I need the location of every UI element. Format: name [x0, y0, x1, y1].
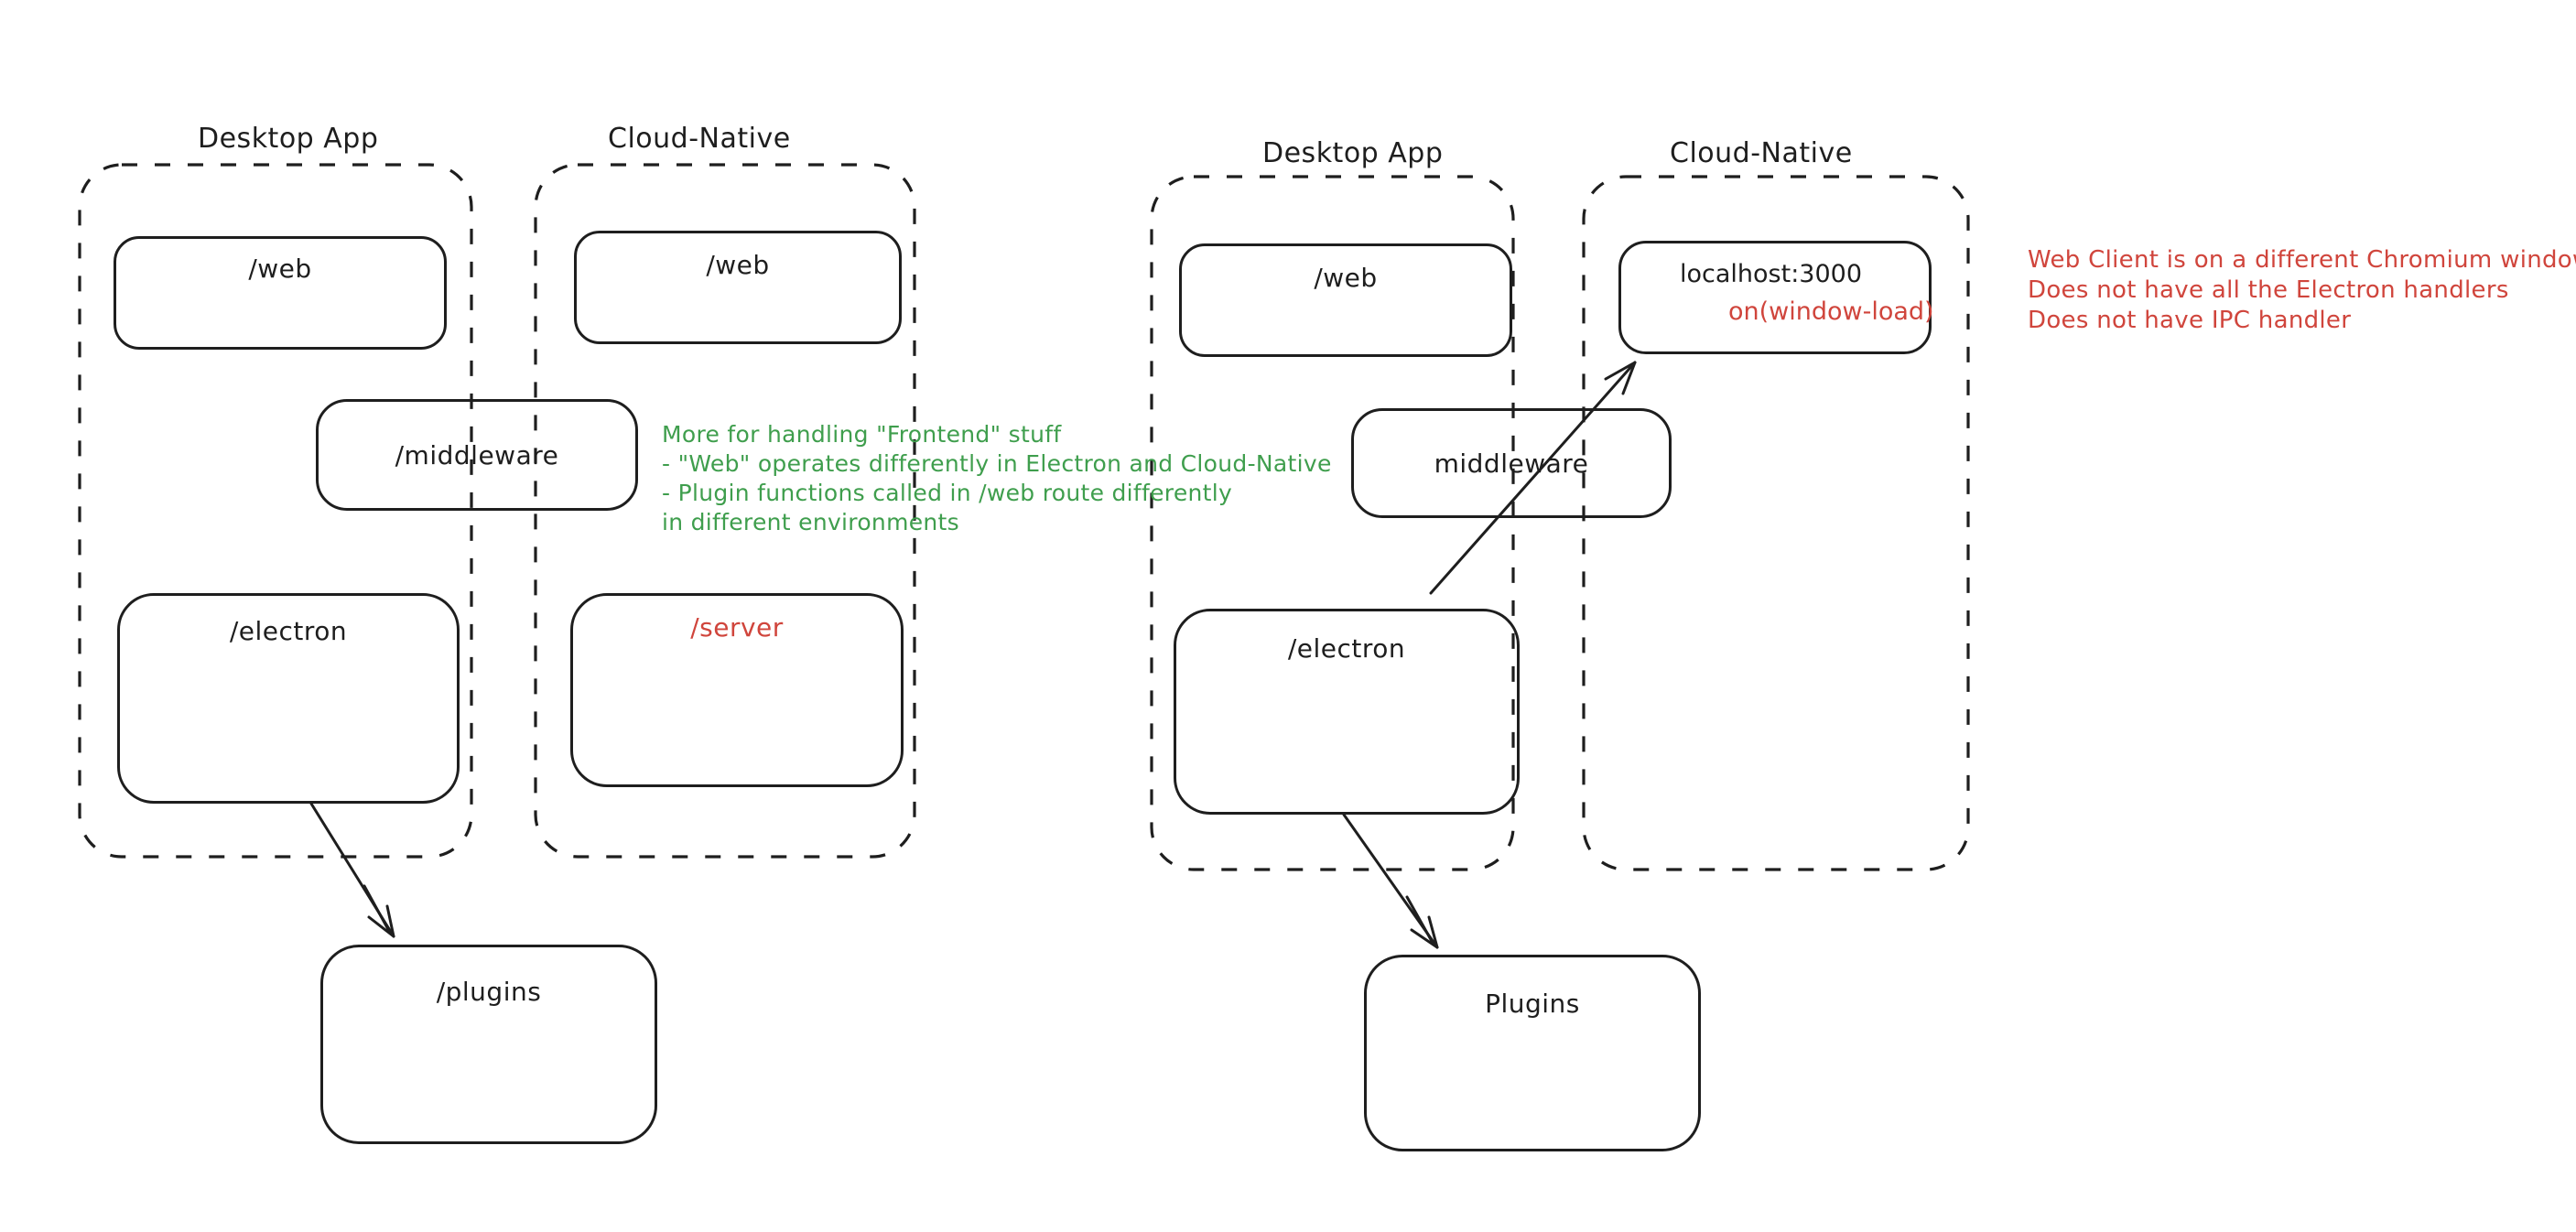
left-web-box: /web [114, 236, 447, 350]
right-plugins-box: Plugins [1364, 955, 1701, 1151]
left-server-label: /server [690, 612, 784, 643]
right-cloud-native-label: Cloud-Native [1670, 137, 1853, 169]
middleware-box-right: middleware [1351, 408, 1672, 518]
frontend-note: More for handling "Frontend" stuff - "We… [662, 420, 1332, 537]
right-web-box: /web [1179, 243, 1512, 357]
arrow-electron-to-plugins-left [309, 802, 395, 938]
left-cloud-native-label: Cloud-Native [608, 123, 791, 155]
left-server-box: /server [570, 593, 904, 787]
left-electron-box: /electron [117, 593, 460, 804]
middleware-box-left: /middleware [316, 399, 638, 511]
web-client-note-line: Does not have all the Electron handlers [2028, 276, 2509, 304]
left-plugins-label: /plugins [436, 977, 542, 1007]
frontend-note-line: - "Web" operates differently in Electron… [662, 450, 1332, 477]
localhost-box: localhost:3000 on(window-load) [1618, 241, 1934, 354]
window-load-label: on(window-load) [1728, 297, 1934, 326]
frontend-note-line: More for handling "Frontend" stuff [662, 421, 1062, 448]
right-desktop-app-label: Desktop App [1262, 137, 1444, 169]
middleware-label-right: middleware [1434, 448, 1589, 479]
web-client-note: Web Client is on a different Chromium wi… [2028, 245, 2576, 336]
middleware-label-left: /middleware [395, 439, 559, 470]
right-electron-box: /electron [1174, 609, 1520, 815]
web-client-note-line: Does not have IPC handler [2028, 307, 2352, 334]
left-cloud-web-label: /web [706, 250, 770, 280]
left-electron-label: /electron [229, 616, 348, 646]
right-web-label: /web [1314, 263, 1378, 293]
left-cloud-web-box: /web [574, 231, 902, 344]
web-client-note-line: Web Client is on a different Chromium wi… [2028, 246, 2576, 274]
arrow-electron-to-plugins-right [1342, 813, 1439, 949]
localhost-label: localhost:3000 [1680, 260, 1863, 288]
frontend-note-line: in different environments [662, 509, 959, 535]
right-electron-label: /electron [1287, 633, 1406, 664]
frontend-note-line: - Plugin functions called in /web route … [662, 480, 1233, 506]
left-web-label: /web [248, 254, 312, 284]
left-plugins-box: /plugins [320, 945, 657, 1144]
right-plugins-label: Plugins [1485, 989, 1580, 1019]
left-desktop-app-label: Desktop App [198, 123, 379, 155]
